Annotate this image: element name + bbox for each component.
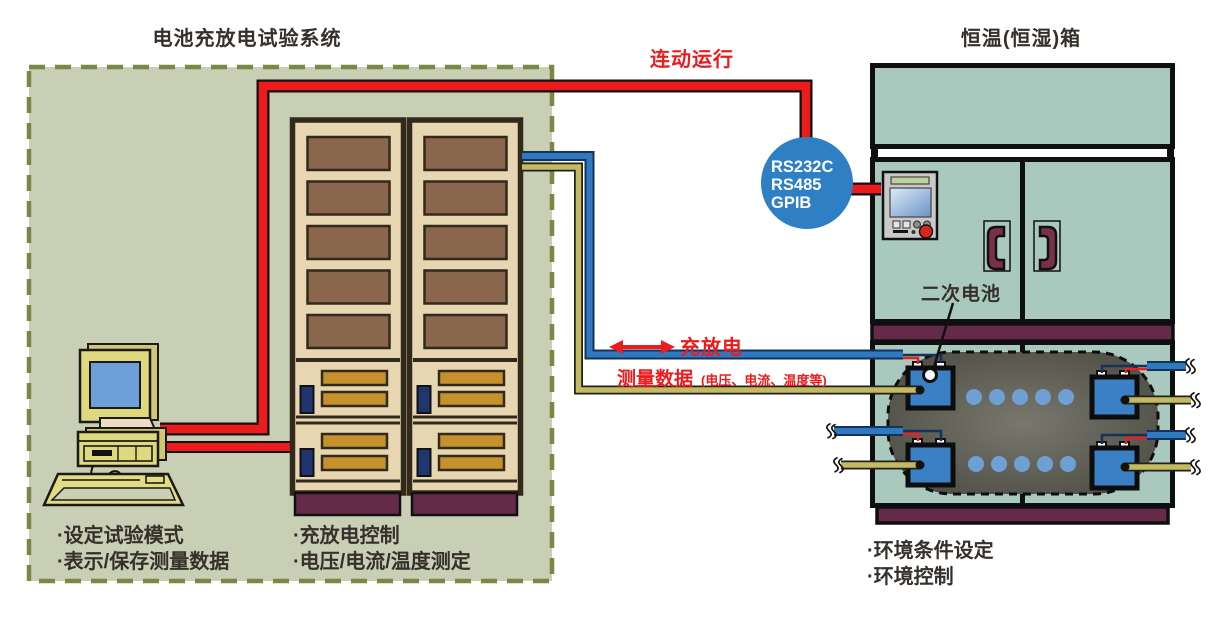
rack2-connector-b	[416, 448, 432, 477]
charge-discharge-label: 充放电	[680, 335, 743, 359]
battery-callout-point	[922, 367, 938, 383]
rack2-panels	[423, 135, 508, 350]
charge-discharge-rack-1	[289, 117, 407, 517]
controller-button-1[interactable]	[892, 220, 901, 229]
interface-line-3: GPIB	[771, 194, 811, 212]
computer-note-2: ·表示/保存测量数据	[57, 549, 229, 573]
chamber-bottom-band	[875, 505, 1170, 525]
right-door-handle[interactable]	[1038, 225, 1058, 271]
rack1-panels	[306, 135, 391, 350]
temperature-chamber	[845, 63, 1175, 525]
controller-button-2[interactable]	[902, 220, 911, 229]
battery-bottom-right	[1089, 441, 1140, 491]
charge-discharge-rack-2	[406, 117, 524, 517]
linked-operation-cable	[160, 79, 813, 436]
measurement-label: 测量数据	[617, 367, 693, 390]
chamber-note-1: ·环境条件设定	[867, 538, 994, 562]
chamber-mid-band	[870, 322, 1175, 343]
yellow-measurement-cables	[522, 162, 1191, 472]
left-door-handle[interactable]	[986, 225, 1006, 271]
battery-navy-wires	[898, 353, 1150, 444]
cable-terminals	[915, 385, 1130, 472]
battery-red-wires	[898, 356, 1148, 444]
controller-display	[889, 187, 932, 218]
rack-note-2: ·电压/电流/温度测定	[293, 549, 471, 573]
interface-line-2: RS485	[771, 176, 821, 194]
blue-power-cables	[522, 151, 1186, 440]
chamber-controller-panel	[881, 170, 939, 241]
interface-line-1: RS232C	[771, 158, 833, 176]
rack-note-1: ·充放电控制	[293, 523, 400, 547]
rack2-connector-a	[416, 385, 432, 414]
door-handles	[983, 220, 1061, 272]
rack1-connector-b	[299, 448, 315, 477]
monitor-screen	[89, 361, 141, 409]
controller-status-strip	[890, 176, 930, 185]
controller-power-button[interactable]	[918, 224, 934, 239]
left-system-title: 电池充放电试验系统	[153, 26, 342, 50]
computer-note-1: ·设定试验模式	[57, 523, 184, 547]
battery-callout-label: 二次电池	[921, 282, 1001, 305]
rack1-connector-a	[299, 385, 315, 414]
battery-top-right	[1089, 370, 1140, 420]
interface-circle	[761, 137, 853, 229]
battery-callout-line	[931, 302, 955, 371]
floppy-slot	[92, 450, 112, 456]
keyboard-keys	[50, 487, 177, 501]
chamber-title: 恒温(恒湿)箱	[961, 26, 1081, 50]
charge-discharge-arrow	[609, 340, 675, 354]
controller-knob-1[interactable]	[913, 220, 921, 229]
linked-operation-label: 连动运行	[650, 47, 734, 71]
measurement-sub-label: (电压、电流、温度等)	[701, 373, 827, 388]
chamber-note-2: ·环境控制	[867, 564, 954, 588]
rack2-base	[410, 491, 519, 517]
control-computer	[42, 343, 185, 507]
interior-vent-dots	[966, 389, 1076, 472]
chamber-top-section	[870, 63, 1175, 149]
rack1-base	[293, 491, 402, 517]
charge-discharge-wiring	[522, 151, 1203, 476]
